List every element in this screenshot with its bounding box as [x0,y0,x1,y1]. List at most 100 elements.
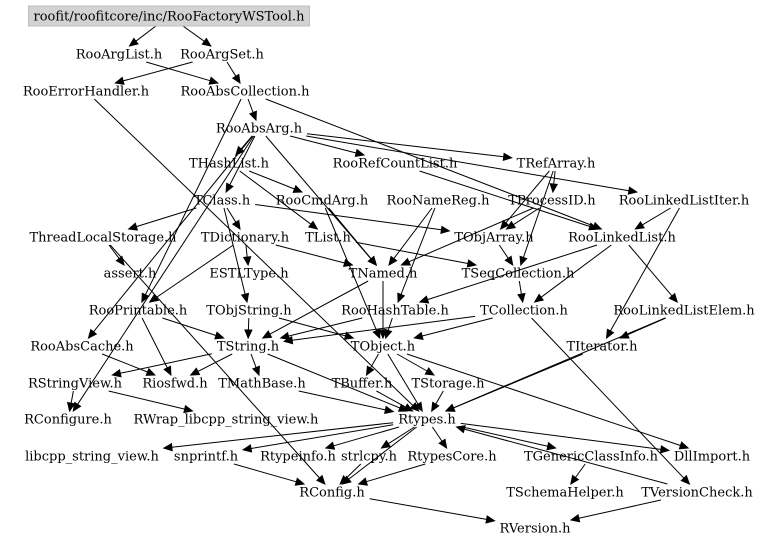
edge-line [120,353,212,374]
edge-line [348,426,417,480]
edge-arrowhead [424,367,435,376]
edge-rooabsarg-to-trefarray [307,133,513,161]
edge-rtypes-to-strlcpy [380,426,415,449]
edge-tlist-to-tseqcollection [355,241,478,268]
edge-roohashtable-to-tobject [384,317,393,340]
edge-line [431,426,443,442]
edge-arrowhead [111,369,122,378]
edge-line [609,207,680,332]
edge-arrowhead [397,292,406,304]
edge-line [93,98,414,406]
edge-arrowhead [668,292,679,303]
node-tstorage: TStorage.h [411,377,485,392]
edge-line [387,317,393,331]
edge-line [292,315,476,341]
edge-tobject-to-rtypes [387,353,423,413]
edge-arrowhead [343,331,355,340]
node-roorefcountlist: RooRefCountList.h [333,157,458,172]
edge-line [250,424,394,449]
edge-arrowhead [339,475,350,485]
edge-arrowhead [659,445,671,454]
edge-arrowhead [249,110,257,122]
edge-line [345,463,362,479]
edge-root-to-rooarglist [128,23,159,47]
edge-line [628,244,673,297]
edge-roonamereg-to-tnamed [388,207,433,266]
edge-arrowhead [225,182,234,194]
edge-tobject-to-tstorage [396,353,435,376]
edge-line [267,353,401,409]
edge-line [366,463,426,483]
edge-rtypescore-to-rconfig [357,463,426,486]
node-tstring: TString.h [217,340,280,355]
edge-thashlist-to-tlist [239,170,319,230]
edge-rooprintable-to-tstring [162,317,225,340]
edge-arrowhead [502,152,513,161]
node-tcollection: TCollection.h [480,304,568,319]
edge-line [278,317,346,337]
edge-arrowhead [384,328,393,340]
edge-arrowhead [183,404,194,414]
edge-arrowhead [324,441,336,450]
edge-line [369,498,487,520]
edge-rooabsarg-to-roorefcountlist [289,135,366,158]
node-assert: assert.h [104,267,157,282]
edge-arrowhead [546,441,557,451]
node-tclass: TClass.h [194,194,251,209]
node-roolinkedlistelem: RooLinkedListElem.h [613,304,755,319]
node-rooabsarg: RooAbsArg.h [216,122,303,137]
edge-arrowhead [455,425,466,434]
edge-line [289,135,357,154]
edge-line [108,390,185,410]
edge-line [419,170,591,227]
edge-rooarglist-to-rooabscollection [146,61,220,85]
edge-arrowhead [162,442,173,452]
edge-thashlist-to-roocmdarg [248,170,304,193]
edge-tcollection-to-tobject [413,317,493,341]
node-tobjstring: TObjString.h [206,304,292,319]
edge-line [575,463,586,478]
edge-line [223,207,246,295]
edge-arrowhead [505,220,517,230]
node-tschemahelper: TSchemaHelper.h [506,486,624,501]
edge-arrowhead [372,328,381,340]
edge-line [146,61,211,82]
node-rconfig: RConfig.h [299,486,365,501]
edge-line [162,317,217,336]
edge-line [239,170,312,225]
edge-line [77,135,255,405]
node-tlist: TList.h [305,231,351,246]
edge-line [408,207,534,263]
edge-arrowhead [634,220,645,230]
edge-arrowhead [145,367,157,376]
node-tobject: TObject.h [351,340,416,355]
edge-line [333,426,400,447]
edge-line [197,353,233,372]
edge-tbuffer-to-rtypes [376,390,414,412]
edge-roolinkedlist-to-roohashtable [418,244,598,304]
edge-line [122,61,193,82]
edge-line [387,353,419,405]
edge-arrowhead [240,292,250,304]
edge-tclass-to-threadlocalstorage [127,207,197,231]
edge-line [250,353,257,368]
edge-rooabscollection-to-rooprintable [141,98,242,304]
node-trefarray: TRefArray.h [517,157,596,172]
edge-arrowhead [388,255,398,266]
edge-line [135,23,159,42]
node-tgenericclassinfo: TGenericClassInfo.h [524,450,659,465]
edge-arrowhead [367,255,378,266]
edge-arrowhead [127,222,139,231]
edge-line [70,390,74,404]
edge-arrowhead [418,295,430,304]
node-riosfwd: Riosfwd.h [142,377,208,392]
node-tobjarray: TObjArray.h [454,231,534,246]
edge-arrowhead [627,186,639,195]
edge-arrowhead [519,255,528,267]
edge-roolinkedlist-to-roolinkedlistelem [628,244,679,303]
edge-line [226,61,237,77]
edge-arrowhead [66,401,76,413]
edge-strlcpy-to-rconfig [339,463,362,485]
edge-rtypes-to-snprintf [241,424,394,453]
edge-arrowhead [307,220,319,230]
